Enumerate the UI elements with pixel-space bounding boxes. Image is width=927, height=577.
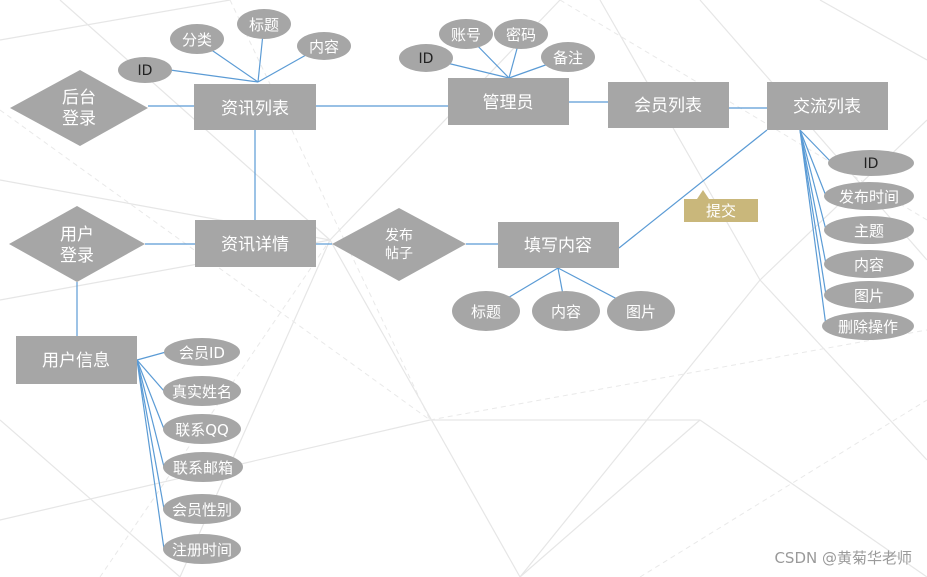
attr-exchange-image-label: 图片 xyxy=(854,287,884,305)
attr-user-real-name-label: 真实姓名 xyxy=(172,383,232,401)
relation-user-login-line1: 用户 xyxy=(60,225,94,245)
attr-news-id: ID xyxy=(118,57,172,83)
attr-admin-id-label: ID xyxy=(419,51,434,67)
relation-publish-post-line2: 帖子 xyxy=(385,246,413,262)
attr-news-category: 分类 xyxy=(170,24,224,54)
entity-admin-label: 管理员 xyxy=(483,93,534,113)
attr-exchange-content: 内容 xyxy=(824,250,914,278)
attr-news-content: 内容 xyxy=(297,32,351,60)
attr-user-real-name: 真实姓名 xyxy=(163,376,241,406)
attr-exchange-topic-label: 主题 xyxy=(854,222,884,240)
connector-lines xyxy=(76,23,833,550)
entity-exchange-list-label: 交流列表 xyxy=(793,97,861,117)
attr-fill-title-label: 标题 xyxy=(471,303,501,321)
callout-submit: 提交 xyxy=(684,190,758,222)
relation-backend-login: 后台 登录 xyxy=(10,70,148,146)
attr-user-member-id-label: 会员ID xyxy=(179,344,225,362)
entity-exchange-list: 交流列表 xyxy=(767,82,888,130)
attr-fill-image-label: 图片 xyxy=(626,303,656,321)
attr-fill-content: 内容 xyxy=(532,291,600,331)
attr-exchange-time: 发布时间 xyxy=(824,182,914,210)
attr-user-register-time: 注册时间 xyxy=(163,534,241,564)
relation-publish-post: 发布 帖子 xyxy=(332,208,466,281)
watermark: CSDN @黄菊华老师 xyxy=(774,549,912,567)
entity-member-list: 会员列表 xyxy=(608,82,729,128)
attr-user-register-time-label: 注册时间 xyxy=(172,541,232,559)
entity-member-list-label: 会员列表 xyxy=(634,96,702,116)
relation-publish-post-line1: 发布 xyxy=(385,228,413,244)
relation-user-login: 用户 登录 xyxy=(9,206,145,282)
relation-backend-login-line2: 登录 xyxy=(62,109,96,129)
attr-user-email-label: 联系邮箱 xyxy=(173,459,233,477)
attr-user-gender: 会员性别 xyxy=(163,494,241,524)
relation-user-login-line2: 登录 xyxy=(60,246,94,266)
relation-backend-login-line1: 后台 xyxy=(62,88,96,108)
entity-user-info: 用户信息 xyxy=(16,336,137,384)
attr-user-qq-label: 联系QQ xyxy=(175,421,229,439)
attr-admin-account-label: 账号 xyxy=(451,26,481,44)
attr-admin-id: ID xyxy=(399,44,453,72)
attr-news-id-label: ID xyxy=(138,63,153,79)
attr-news-title: 标题 xyxy=(237,9,291,39)
attr-fill-image: 图片 xyxy=(607,291,675,331)
attr-user-qq: 联系QQ xyxy=(163,414,241,444)
attr-admin-remark: 备注 xyxy=(541,42,595,72)
attr-exchange-topic: 主题 xyxy=(824,216,914,244)
callout-submit-label: 提交 xyxy=(706,202,736,220)
attr-news-category-label: 分类 xyxy=(182,31,212,49)
attr-exchange-delete-label: 删除操作 xyxy=(838,318,898,336)
attr-user-email: 联系邮箱 xyxy=(163,452,243,482)
entity-fill-content-label: 填写内容 xyxy=(524,236,592,256)
attr-exchange-delete: 删除操作 xyxy=(822,312,914,340)
attr-exchange-id-label: ID xyxy=(864,156,879,172)
attr-exchange-content-label: 内容 xyxy=(854,256,884,274)
attr-exchange-time-label: 发布时间 xyxy=(839,188,899,206)
attr-fill-title: 标题 xyxy=(452,291,520,331)
entity-news-list: 资讯列表 xyxy=(194,84,316,130)
attr-exchange-id: ID xyxy=(828,150,914,176)
entity-fill-content: 填写内容 xyxy=(498,222,619,268)
attr-admin-password-label: 密码 xyxy=(506,26,536,44)
entity-user-info-label: 用户信息 xyxy=(42,351,110,371)
attr-news-title-label: 标题 xyxy=(249,16,279,34)
attr-fill-content-label: 内容 xyxy=(551,303,581,321)
entity-news-list-label: 资讯列表 xyxy=(221,99,289,119)
entity-news-detail-label: 资讯详情 xyxy=(221,235,289,255)
attr-admin-password: 密码 xyxy=(494,19,548,49)
attr-admin-account: 账号 xyxy=(439,19,493,49)
attr-news-content-label: 内容 xyxy=(309,38,339,56)
attr-admin-remark-label: 备注 xyxy=(553,49,583,67)
entity-admin: 管理员 xyxy=(448,78,569,125)
attr-user-member-id: 会员ID xyxy=(164,338,240,366)
attr-user-gender-label: 会员性别 xyxy=(172,501,232,519)
attr-exchange-image: 图片 xyxy=(824,281,914,309)
entity-news-detail: 资讯详情 xyxy=(195,220,316,267)
